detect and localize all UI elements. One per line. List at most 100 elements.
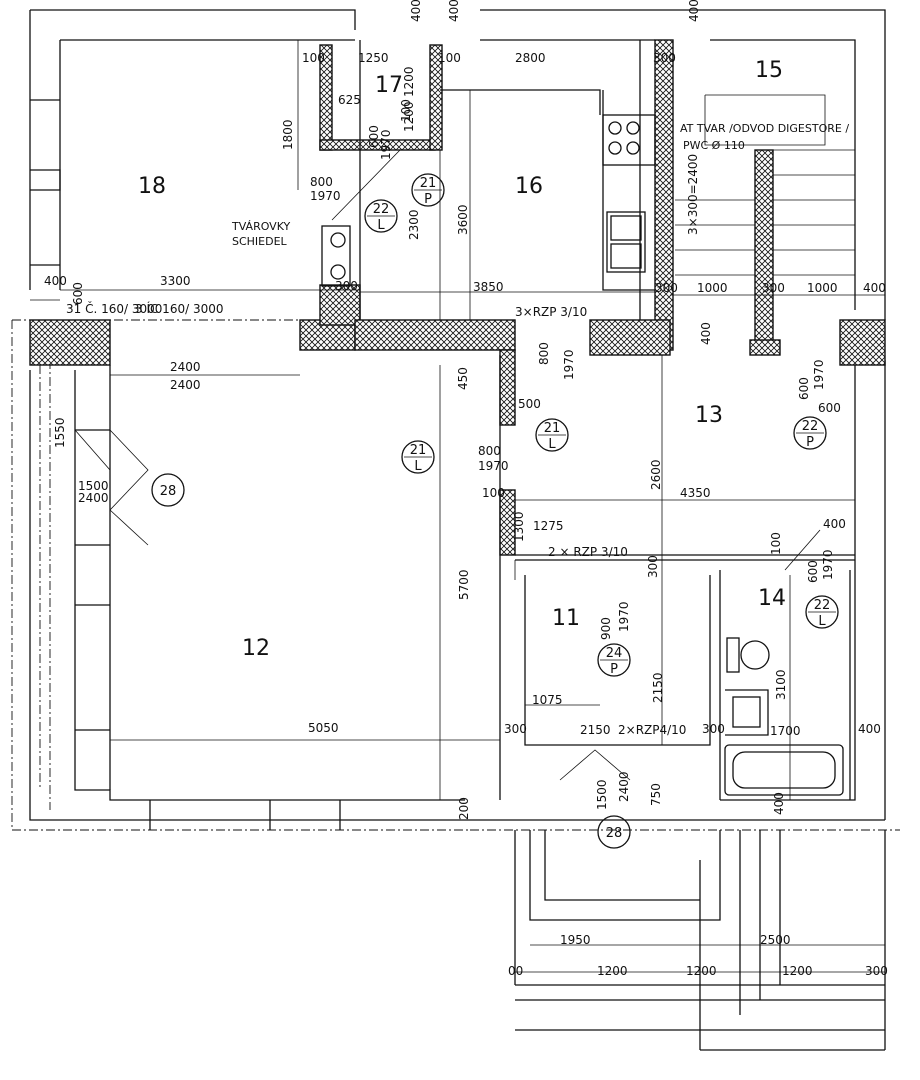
dimension-label: 600 [806,560,820,583]
door-tag-circle [597,815,631,849]
dimension-label: 3×RZP 3/10 [515,305,587,319]
dimension-label: 300 [865,964,888,978]
door-tag: 22L [364,199,398,233]
dimension-label: 1200 [686,964,717,978]
dimension-label: 1800 [281,119,295,150]
dimension-label: 100 [769,532,783,555]
dimension-label: 00 [508,964,523,978]
dimension-label: 2400 [170,378,201,392]
dimension-label: 625 [338,93,361,107]
chimney-note-line-1: TVÁROVKY [231,220,291,233]
door-tag-number: 24 [606,646,623,661]
dimension-label: 100 [438,51,461,65]
dimension-label: 450 [456,367,470,390]
dimension-label: 400 [44,274,67,288]
notes: TVÁROVKY SCHIEDEL AT TVAR /ODVOD DIGESTO… [231,122,849,248]
door-tag-number: 21 [410,443,427,458]
dimension-label: 2 × RZP 3/10 [548,545,628,559]
door-tag-number: 28 [160,484,177,499]
dimension-label: 400 [772,792,786,815]
room-label: 13 [695,403,723,428]
dimension-label: 300 [504,722,527,736]
dimension-label: 3850 [473,280,504,294]
dimension-label: 1275 [533,519,564,533]
dimension-label: 2500 [760,933,791,947]
door-tag-number: 21 [420,176,437,191]
door-tag: 28 [597,815,631,849]
chimney-note-line-2: SCHIEDEL [232,235,288,248]
dimension-label: 1200 [597,964,628,978]
dimension-label: 2400 [617,771,631,802]
dimension-label: 100 [399,99,413,122]
door-tag-circle [364,199,398,233]
dimension-label: 300 [702,722,725,736]
dimension-label: 800 [537,342,551,365]
dimension-label: 31 Č. 160/ 3000 [66,301,162,316]
hood-note-line-1: AT TVAR /ODVOD DIGESTORE / [680,122,849,135]
hatched-walls [29,39,886,556]
dimension-label: 5050 [308,721,339,735]
dimension-label: 800 [310,175,333,189]
dimension-label: 2300 [407,209,421,240]
door-tag-circle [401,440,435,474]
dimension-label: 1075 [532,693,563,707]
dimension-label: 400 [409,0,423,22]
dimension-label: 300 [335,279,358,293]
dimension-label: 800 [478,444,501,458]
dimension-label: 2800 [515,51,546,65]
dimension-label: 1200 [782,964,813,978]
dimension-label: 1250 [358,51,389,65]
dimension-label: 600 [71,282,85,305]
door-tag-side: L [414,459,422,474]
room-label: 14 [758,586,786,611]
interior-walls [30,40,886,1051]
hood-note-line-2: PWC Ø 110 [683,139,745,152]
dimension-label: 1950 [560,933,591,947]
dimension-label: 300 [646,555,660,578]
room-label: 12 [242,636,270,661]
dimension-label: 1200 [402,66,416,97]
door-tag: 22P [793,416,827,450]
door-tag-number: 28 [606,826,623,841]
dimension-label: 1000 [697,281,728,295]
dimension-label: 100 [482,486,505,500]
door-tag: 22L [805,595,839,629]
dimension-label: 1970 [379,129,393,160]
door-tag-number: 22 [373,202,390,217]
dimension-label: 300 [653,51,676,65]
dimension-label: 1970 [562,349,576,380]
door-tag-circle [793,416,827,450]
door-tag: 21P [411,173,445,207]
door-tag-number: 22 [802,419,819,434]
dimension-label: 2600 [649,459,663,490]
dimension-label: 600 [367,125,381,148]
dimension-label: 100 [302,51,325,65]
dimension-label: 1970 [478,459,509,473]
dimension-label: 4350 [680,486,711,500]
dimension-label: 200 [457,797,471,820]
dimension-label: 1500 [595,779,609,810]
dimension-label: 400 [699,322,713,345]
room-label: 11 [552,606,580,631]
dimension-label: 2150 [651,672,665,703]
door-tag-circle [151,473,185,507]
door-tag-side: L [377,218,385,233]
dimension-label: 1970 [821,549,835,580]
door-tag-circle [411,173,445,207]
dimension-label: 3×300=2400 [686,154,700,235]
dimension-label: 3300 [160,274,191,288]
room-label: 17 [375,73,403,98]
dimension-lines [30,40,885,973]
door-tag: 28 [151,473,185,507]
dimension-label: 1970 [812,359,826,390]
dimension-label: 900 [599,617,613,640]
room-label: 16 [515,174,543,199]
dimension-label: 400 [687,0,701,22]
dimension-label: 5700 [457,569,471,600]
dimension-label: 3 ÍC 160/ 3000 [135,301,223,316]
door-tag: 24P [597,643,631,677]
dimension-label: 400 [863,281,886,295]
